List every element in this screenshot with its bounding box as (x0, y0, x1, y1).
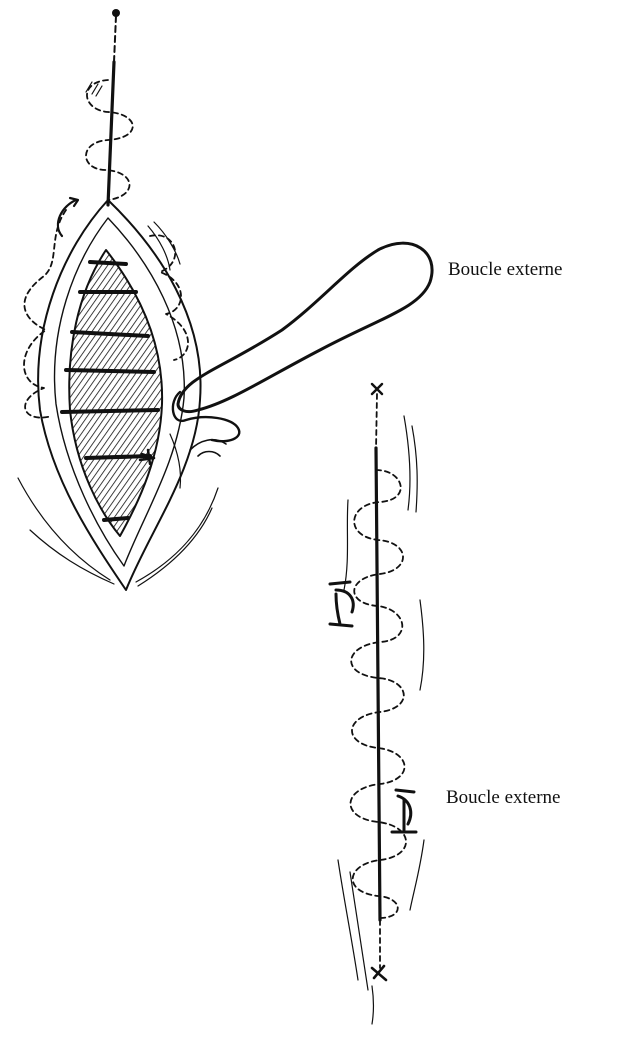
top-dashed-thread (114, 16, 116, 62)
label-external-loop-top: Boucle externe (448, 259, 562, 281)
closed-wound-drawing (330, 384, 424, 1024)
left-arrow-icon (58, 198, 78, 236)
right-top-knot (372, 384, 382, 394)
closed-external-loops (330, 582, 416, 832)
closed-incision-line (376, 448, 380, 920)
closed-skin-lines (338, 416, 424, 1024)
top-solid-thread (108, 62, 114, 205)
right-top-dashed (376, 394, 377, 450)
open-wound-drawing (18, 9, 432, 590)
left-dashed-loops (24, 210, 66, 418)
right-bottom-knot (372, 966, 386, 980)
external-loop (178, 243, 432, 411)
label-external-loop-bottom: Boucle externe (446, 787, 560, 809)
